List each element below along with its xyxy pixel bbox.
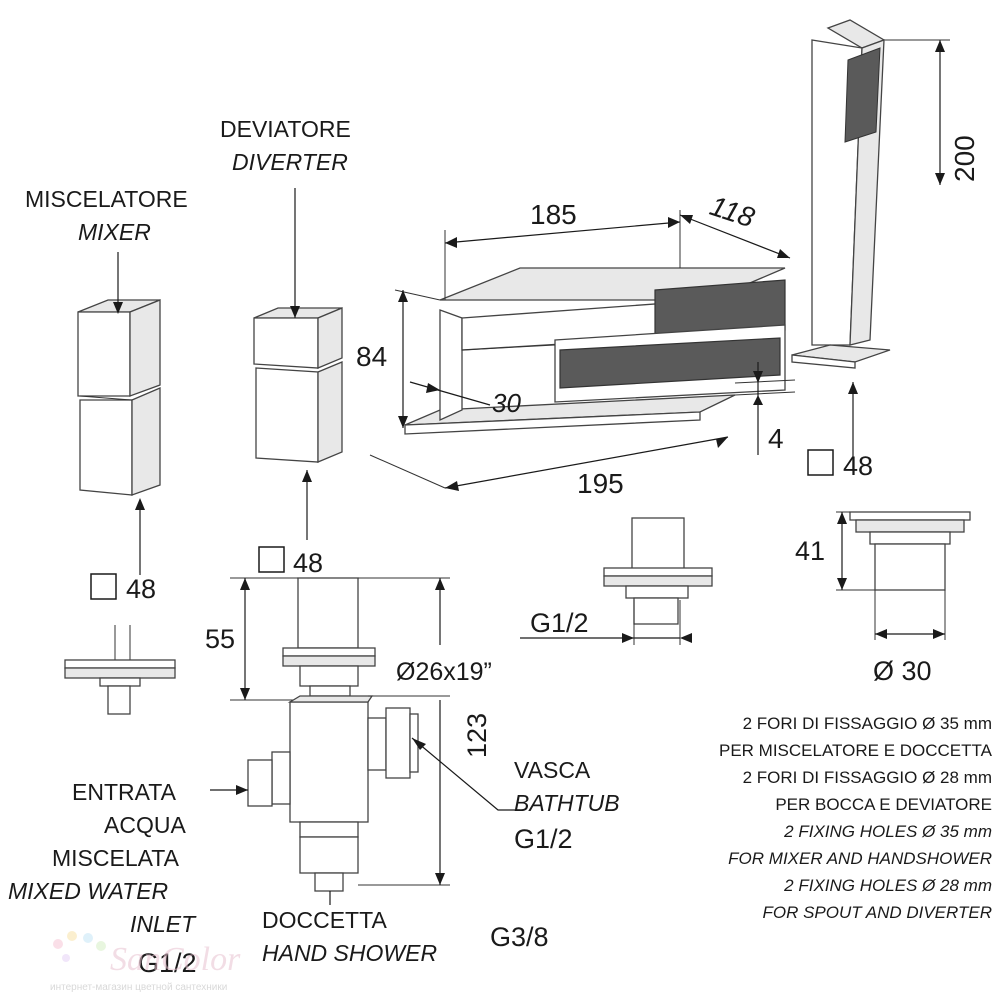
dim-200: 200 bbox=[949, 135, 980, 182]
dim-30-spout: 30 bbox=[492, 388, 521, 418]
dim-41-line bbox=[836, 511, 875, 591]
dim-185: 185 bbox=[530, 199, 577, 230]
note-line-8: FOR SPOUT AND DIVERTER bbox=[762, 903, 992, 922]
diverter-drawing bbox=[253, 307, 343, 463]
diverter-bottom-arrow bbox=[302, 470, 312, 540]
diverter-flange-view bbox=[282, 577, 376, 697]
handshower-square-value: 48 bbox=[843, 451, 873, 481]
bathtub-label-en: BATHTUB bbox=[514, 790, 620, 816]
mixer-square-value: 48 bbox=[126, 574, 156, 604]
dim-55: 55 bbox=[205, 624, 235, 654]
note-line-5: 2 FIXING HOLES Ø 35 mm bbox=[783, 822, 992, 841]
inlet-label-inlet: INLET bbox=[130, 911, 197, 937]
bathtub-label-vasca: VASCA bbox=[514, 757, 591, 783]
shower-outlet-doccetta: DOCCETTA bbox=[262, 907, 387, 933]
handshower-bottom-arrow bbox=[848, 382, 858, 470]
inlet-label-acqua: ACQUA bbox=[104, 812, 186, 838]
sancolor-watermark: SanColor интернет-магазин цветной сантех… bbox=[50, 931, 241, 993]
diverter-square-value: 48 bbox=[293, 548, 323, 578]
dim-g12-spout-line bbox=[520, 600, 692, 645]
inlet-label-g12: G1/2 bbox=[138, 948, 197, 978]
spout-flange-view bbox=[603, 517, 713, 625]
diverter-square-symbol bbox=[258, 546, 285, 573]
mixer-square-symbol bbox=[90, 573, 117, 600]
dim-195: 195 bbox=[577, 468, 624, 499]
note-line-3: 2 FORI DI FISSAGGIO Ø 28 mm bbox=[743, 768, 992, 787]
inlet-label-miscelata: MISCELATA bbox=[52, 845, 180, 871]
dim-185-line bbox=[444, 210, 681, 300]
dim-26: Ø26x19” bbox=[396, 658, 492, 686]
bathtub-leader-line bbox=[411, 737, 520, 811]
mixer-label-it: MISCELATORE bbox=[25, 186, 188, 212]
shower-outlet-hand-shower: HAND SHOWER bbox=[262, 940, 437, 966]
mixer-label-en: MIXER bbox=[78, 219, 151, 245]
mixer-side-view bbox=[64, 625, 176, 715]
diverter-body-view bbox=[247, 695, 419, 892]
dim-123-line bbox=[358, 695, 450, 886]
dim-118-line bbox=[679, 214, 791, 259]
dim-84: 84 bbox=[356, 341, 387, 372]
diverter-label-it: DEVIATORE bbox=[220, 116, 351, 142]
note-line-1: 2 FORI DI FISSAGGIO Ø 35 mm bbox=[743, 714, 992, 733]
handshower-square-symbol bbox=[807, 449, 834, 476]
handshower-drawing bbox=[791, 19, 891, 369]
dim-195-line bbox=[369, 436, 729, 491]
shower-outlet-g38: G3/8 bbox=[490, 922, 549, 952]
dim-118: 118 bbox=[706, 190, 758, 233]
dim-30-dia-line bbox=[874, 590, 946, 640]
dim-123: 123 bbox=[462, 713, 492, 758]
g12-spout-label: G1/2 bbox=[530, 608, 589, 638]
bathtub-label-g12: G1/2 bbox=[514, 824, 573, 854]
note-line-2: PER MISCELATORE E DOCCETTA bbox=[719, 741, 993, 760]
inlet-label-entrata: ENTRATA bbox=[72, 779, 177, 805]
note-line-4: PER BOCCA E DEVIATORE bbox=[775, 795, 992, 814]
mixer-top-arrow bbox=[113, 252, 123, 314]
note-line-7: 2 FIXING HOLES Ø 28 mm bbox=[783, 876, 992, 895]
dim-84-line bbox=[394, 289, 441, 428]
mixer-bottom-arrow bbox=[135, 498, 145, 575]
watermark-brand: SanColor bbox=[110, 941, 241, 978]
dim-4: 4 bbox=[768, 423, 784, 454]
dim-4-line bbox=[734, 362, 796, 455]
inlet-arrow bbox=[210, 785, 248, 795]
dim-30-spout-line bbox=[409, 381, 491, 406]
diverter-label-en: DIVERTER bbox=[232, 149, 348, 175]
dim-26-line bbox=[358, 577, 450, 645]
inlet-label-mixed-water: MIXED WATER bbox=[8, 878, 168, 904]
dim-30-dia: Ø 30 bbox=[873, 656, 932, 686]
mixer-drawing bbox=[77, 299, 161, 496]
watermark-tagline: интернет-магазин цветной сантехники bbox=[50, 982, 227, 993]
dim-55-line bbox=[230, 577, 300, 701]
dim-41: 41 bbox=[795, 536, 825, 566]
fixing-notes: 2 FORI DI FISSAGGIO Ø 35 mm PER MISCELAT… bbox=[719, 714, 993, 922]
note-line-6: FOR MIXER AND HANDSHOWER bbox=[728, 849, 992, 868]
dim-200-line bbox=[885, 39, 950, 185]
handshower-flange-view bbox=[849, 511, 971, 591]
spout-drawing bbox=[404, 267, 786, 435]
diverter-top-arrow bbox=[290, 188, 300, 318]
